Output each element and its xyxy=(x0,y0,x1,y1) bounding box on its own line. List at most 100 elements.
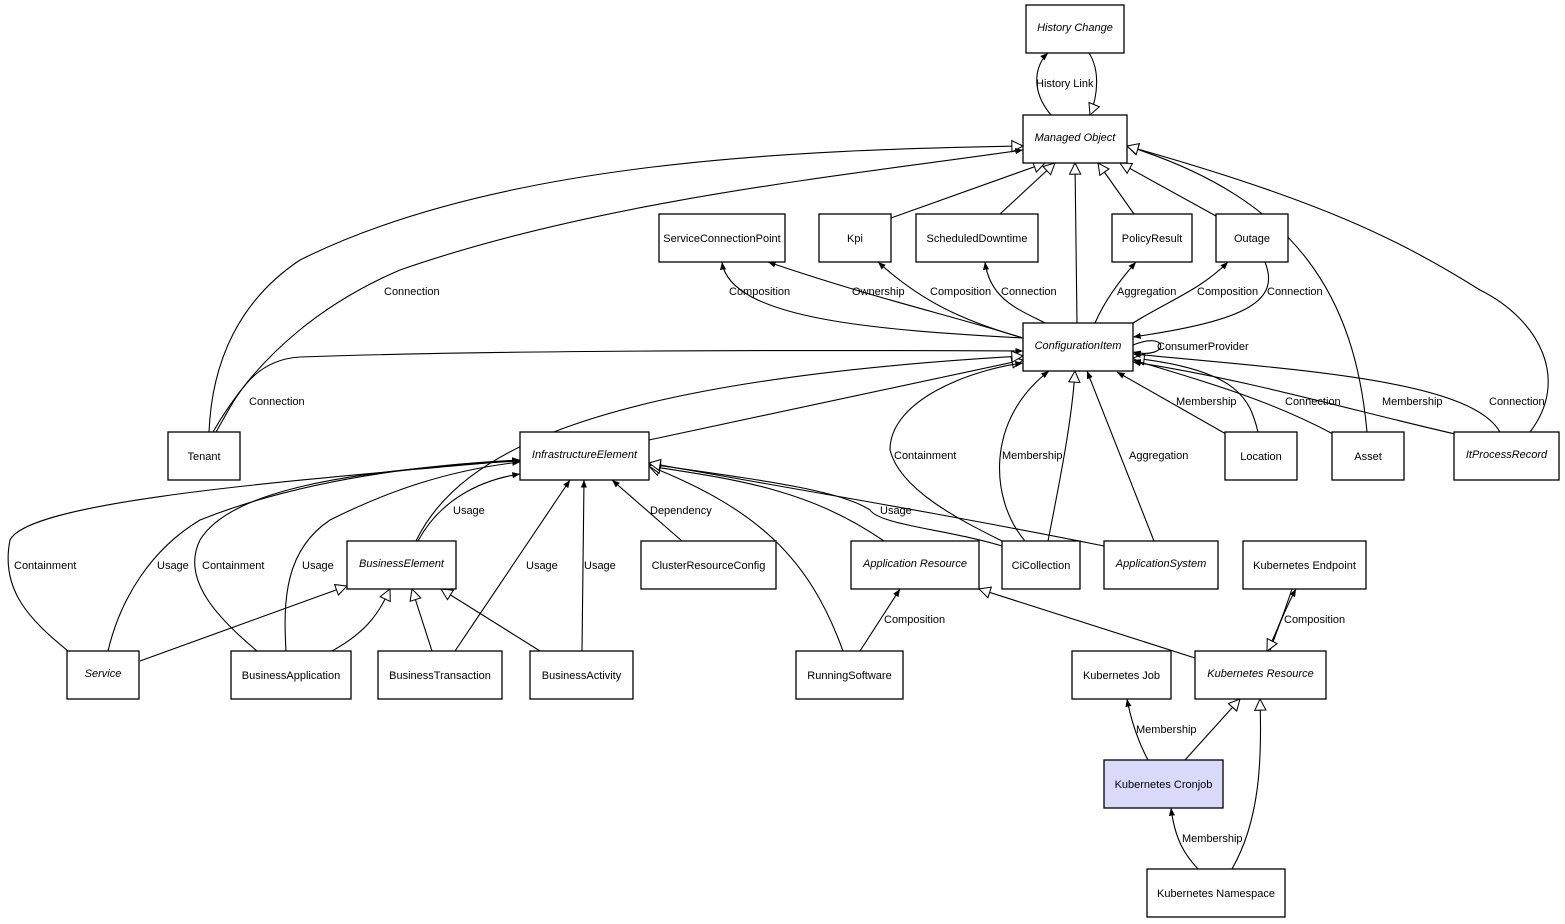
inheritance-edge-kubernetes-namespace-to-kubernetes-resource xyxy=(1231,699,1261,870)
edge-label: Ownership xyxy=(852,286,905,298)
class-box[interactable] xyxy=(1453,431,1560,481)
inheritance-edge-scheduled-downtime-to-managed-object xyxy=(999,163,1055,215)
class-box[interactable] xyxy=(818,213,892,263)
filled-arrow-line xyxy=(720,261,1024,339)
class-node-kpi[interactable]: Kpi xyxy=(818,213,892,263)
class-box[interactable] xyxy=(1025,4,1125,54)
class-node-business-activity[interactable]: BusinessActivity xyxy=(529,650,634,700)
class-node-kubernetes-job[interactable]: Kubernetes Job xyxy=(1071,650,1172,700)
class-box[interactable] xyxy=(529,650,634,700)
association-edge-kubernetes-namespace-to-kubernetes-cronjob: Membership xyxy=(1168,807,1243,870)
class-box[interactable] xyxy=(1071,650,1172,700)
edge-label: Membership xyxy=(1002,450,1063,462)
hollow-arrow-line xyxy=(1127,146,1368,433)
class-box[interactable] xyxy=(1103,759,1224,809)
class-name: BusinessElement xyxy=(359,558,445,570)
class-box[interactable] xyxy=(1224,431,1298,481)
edge-label: Membership xyxy=(1382,396,1443,408)
class-name: BusinessActivity xyxy=(542,670,622,682)
filled-arrow-line xyxy=(1086,370,1155,542)
class-box[interactable] xyxy=(850,540,980,590)
class-box[interactable] xyxy=(1194,650,1327,700)
class-box[interactable] xyxy=(1242,540,1367,590)
class-node-location[interactable]: Location xyxy=(1224,431,1298,481)
inheritance-edge-service-to-business-element xyxy=(139,586,347,662)
hollow-arrow-line xyxy=(331,589,390,652)
association-edge-location-to-configuration-item: Membership xyxy=(1116,371,1237,435)
class-name: ApplicationSystem xyxy=(1115,558,1207,570)
class-node-kubernetes-endpoint[interactable]: Kubernetes Endpoint xyxy=(1242,540,1367,590)
edge-label: Aggregation xyxy=(1117,286,1176,298)
class-box[interactable] xyxy=(1103,540,1219,590)
class-node-application-system[interactable]: ApplicationSystem xyxy=(1103,540,1219,590)
inheritance-edge-it-process-record-to-managed-object xyxy=(1127,146,1549,433)
class-node-cluster-resource-config[interactable]: ClusterResourceConfig xyxy=(640,540,777,590)
class-box[interactable] xyxy=(1111,213,1193,263)
association-edge-it-process-record-to-configuration-item: Connection xyxy=(1132,351,1545,433)
hollow-arrow-line xyxy=(139,586,347,662)
class-node-business-application[interactable]: BusinessApplication xyxy=(230,650,352,700)
edge-label: Usage xyxy=(453,505,485,517)
class-box[interactable] xyxy=(795,650,904,700)
class-node-kubernetes-resource[interactable]: Kubernetes Resource xyxy=(1194,650,1327,700)
class-box[interactable] xyxy=(1022,322,1134,372)
filled-arrow-line xyxy=(999,370,1050,542)
association-edge-business-activity-to-infrastructure-element: Usage xyxy=(580,479,616,652)
class-node-scheduled-downtime[interactable]: ScheduledDowntime xyxy=(915,213,1039,263)
edge-label: Containment xyxy=(14,560,76,572)
class-name: ScheduledDowntime xyxy=(927,233,1028,245)
class-node-configuration-item[interactable]: ConfigurationItem xyxy=(1022,322,1134,372)
association-edge-configuration-item-to-configuration-item: ConsumerProvider xyxy=(1132,340,1249,357)
filled-arrow-line xyxy=(1094,261,1137,324)
edge-label: ConsumerProvider xyxy=(1157,341,1249,353)
association-edge-asset-to-configuration-item: Connection xyxy=(1132,359,1341,435)
class-node-business-element[interactable]: BusinessElement xyxy=(346,540,457,590)
filled-arrow-line xyxy=(194,458,521,652)
class-box[interactable] xyxy=(1215,213,1289,263)
class-box[interactable] xyxy=(1022,114,1128,164)
inheritance-edge-history-change-to-managed-object xyxy=(1089,52,1097,115)
class-box[interactable] xyxy=(1331,431,1405,481)
class-box[interactable] xyxy=(1001,540,1081,590)
class-box[interactable] xyxy=(377,650,503,700)
class-node-outage[interactable]: Outage xyxy=(1215,213,1289,263)
filled-arrow-line xyxy=(982,261,1046,324)
class-node-infrastructure-element[interactable]: InfrastructureElement xyxy=(519,431,650,481)
class-box[interactable] xyxy=(519,431,650,481)
class-box[interactable] xyxy=(915,213,1039,263)
class-box[interactable] xyxy=(66,650,140,700)
class-node-kubernetes-cronjob[interactable]: Kubernetes Cronjob xyxy=(1103,759,1224,809)
class-node-policy-result[interactable]: PolicyResult xyxy=(1111,213,1193,263)
class-node-history-change[interactable]: History Change xyxy=(1025,4,1125,54)
class-node-running-software[interactable]: RunningSoftware xyxy=(795,650,904,700)
class-node-service-connection-point[interactable]: ServiceConnectionPoint xyxy=(658,213,786,263)
class-box[interactable] xyxy=(640,540,777,590)
class-box[interactable] xyxy=(1146,868,1286,918)
class-node-application-resource[interactable]: Application Resource xyxy=(850,540,980,590)
filled-arrow-line xyxy=(215,347,1024,433)
class-name: Service xyxy=(85,668,122,680)
class-box[interactable] xyxy=(346,540,457,590)
class-node-it-process-record[interactable]: ItProcessRecord xyxy=(1453,431,1560,481)
hollow-arrow-line xyxy=(1231,699,1261,870)
class-box[interactable] xyxy=(167,431,241,481)
class-node-kubernetes-namespace[interactable]: Kubernetes Namespace xyxy=(1146,868,1286,918)
hollow-arrow-line xyxy=(415,356,1023,542)
class-node-service[interactable]: Service xyxy=(66,650,140,700)
edge-label: Dependency xyxy=(650,505,712,517)
filled-arrow-line xyxy=(767,261,1024,339)
class-box[interactable] xyxy=(230,650,352,700)
inheritance-edge-outage-to-managed-object xyxy=(1120,163,1217,217)
class-box[interactable] xyxy=(658,213,786,263)
class-node-ci-collection[interactable]: CiCollection xyxy=(1001,540,1081,590)
association-edge-tenant-to-managed-object: Connection xyxy=(212,148,1024,433)
filled-arrow-line xyxy=(417,472,521,542)
class-node-tenant[interactable]: Tenant xyxy=(167,431,241,481)
edge-label: Connection xyxy=(1267,286,1323,298)
class-node-asset[interactable]: Asset xyxy=(1331,431,1405,481)
class-node-managed-object[interactable]: Managed Object xyxy=(1022,114,1128,164)
class-name: Application Resource xyxy=(862,558,967,570)
class-node-business-transaction[interactable]: BusinessTransaction xyxy=(377,650,503,700)
